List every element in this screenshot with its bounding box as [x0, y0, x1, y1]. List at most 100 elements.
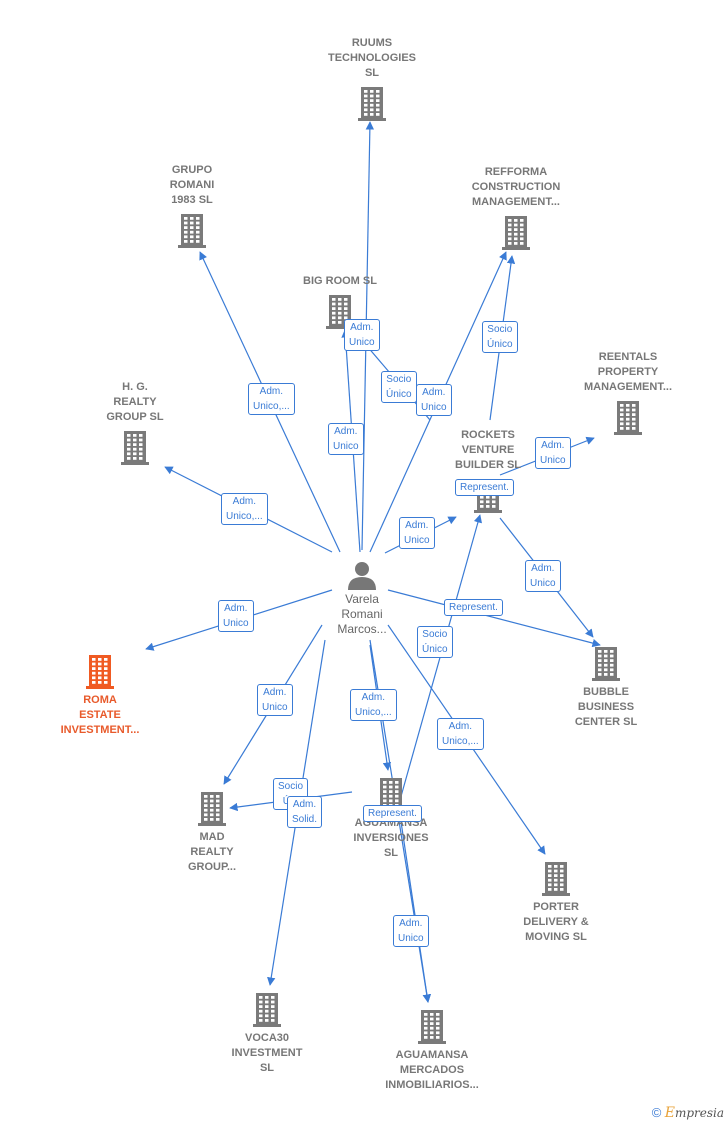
- company-node-porter[interactable]: PORTER DELIVERY & MOVING SL: [496, 862, 616, 945]
- building-icon: [253, 993, 281, 1027]
- relation-label-l12[interactable]: Adm.Unico: [218, 600, 254, 632]
- person-label-line: Romani: [341, 607, 383, 621]
- relation-label-l10[interactable]: Adm. Unico: [399, 517, 435, 549]
- relation-label-line: Solid.: [292, 814, 318, 825]
- relation-label-l9[interactable]: Represent.: [455, 479, 514, 496]
- company-label-line: ROMA: [83, 694, 117, 706]
- company-label-line: MANAGEMENT...: [471, 196, 560, 208]
- relation-label-line: Adm.: [405, 520, 429, 531]
- company-label: PORTER DELIVERY & MOVING SL: [523, 900, 588, 945]
- relation-label-l7[interactable]: Adm.Unico: [535, 437, 571, 469]
- company-label-line: MOVING SL: [525, 931, 587, 943]
- edge-line-12: [387, 589, 601, 648]
- company-label: BIG ROOM SL: [303, 274, 377, 289]
- relation-label-l16[interactable]: Adm.Unico,...: [350, 689, 397, 721]
- building-icon: [178, 214, 206, 248]
- relation-label-line: Adm.: [263, 687, 287, 698]
- relation-label-l8[interactable]: Adm. Unico,...: [221, 493, 268, 525]
- relation-label-line: Unico,...: [442, 736, 479, 747]
- relation-label-line: Adm.: [259, 386, 284, 397]
- company-label-line: SL: [364, 67, 380, 79]
- relation-label-line: Unico,...: [226, 511, 263, 522]
- company-label-line: ROMANI: [169, 179, 215, 191]
- company-label-line: REENTALS: [598, 351, 658, 363]
- relation-label-l15[interactable]: Adm.Unico: [257, 684, 293, 716]
- relation-label-line: Único: [422, 644, 448, 655]
- relation-label-line: Unico,...: [253, 401, 290, 412]
- relation-label-l11[interactable]: Adm. Unico: [525, 560, 561, 592]
- company-label-line: AGUAMANSA: [395, 1049, 469, 1061]
- building-icon: [198, 792, 226, 826]
- relation-label-line: Represent.: [460, 482, 509, 493]
- relation-label-line: Adm.: [399, 918, 423, 929]
- relation-label-line: Socio: [278, 781, 304, 792]
- relation-label-l17[interactable]: Adm. Unico,...: [437, 718, 484, 750]
- company-label-line: GROUP SL: [106, 411, 164, 423]
- relation-label-line: Unico: [530, 578, 556, 589]
- relation-label-line: Adm.: [541, 440, 565, 451]
- relation-label-line: Adm.: [531, 563, 555, 574]
- relation-label-l1[interactable]: Adm.Unico: [344, 319, 380, 351]
- company-label-line: INMOBILIARIOS...: [385, 1079, 479, 1091]
- company-label-line: RUUMS: [351, 37, 393, 49]
- relation-label-line: Adm.: [232, 496, 257, 507]
- brand-initial: E: [664, 1105, 675, 1121]
- company-label-line: ESTATE: [79, 709, 121, 721]
- building-icon: [121, 431, 149, 465]
- company-label-line: INVERSIONES: [353, 832, 429, 844]
- relation-label-l3[interactable]: Adm.Unico: [328, 423, 364, 455]
- company-label-line: DELIVERY &: [523, 916, 589, 928]
- relation-label-l2[interactable]: Adm. Unico,...: [248, 383, 295, 415]
- building-icon: [542, 862, 570, 896]
- company-label-line: SL: [259, 1062, 275, 1074]
- company-label-line: INVESTMENT: [231, 1047, 303, 1059]
- company-label-line: PORTER: [533, 901, 579, 913]
- company-label-line: TECHNOLOGIES: [327, 52, 416, 64]
- relation-label-line: Adm.: [422, 387, 446, 398]
- company-node-big-room[interactable]: BIG ROOM SL: [280, 274, 400, 329]
- relation-label-l5[interactable]: Adm.Unico: [416, 384, 452, 416]
- company-label-line: GRUPO: [171, 164, 213, 176]
- relation-label-line: Unico: [404, 535, 430, 546]
- relation-label-line: Socio: [422, 629, 448, 640]
- building-icon: [86, 655, 114, 689]
- building-icon: [418, 1010, 446, 1044]
- relation-label-line: Unico: [223, 618, 249, 629]
- company-node-ruums[interactable]: RUUMS TECHNOLOGIES SL: [312, 36, 432, 121]
- company-label-line: CONSTRUCTION: [471, 181, 561, 193]
- relation-label-l21[interactable]: Adm.Unico: [393, 915, 429, 947]
- building-icon: [614, 401, 642, 435]
- person-icon: [348, 562, 376, 590]
- company-label-line: BUSINESS: [577, 701, 635, 713]
- relation-label-line: Adm.: [448, 721, 473, 732]
- company-label-line: BIG ROOM SL: [303, 275, 377, 287]
- company-label-line: MANAGEMENT...: [584, 381, 672, 393]
- company-label-line: ROCKETS: [461, 429, 515, 441]
- company-label-line: GROUP...: [187, 861, 237, 873]
- relation-label-l20[interactable]: Represent.: [363, 805, 422, 822]
- relation-label-l19[interactable]: Adm.Solid.: [287, 796, 323, 828]
- relation-label-l13[interactable]: Represent.: [444, 599, 503, 616]
